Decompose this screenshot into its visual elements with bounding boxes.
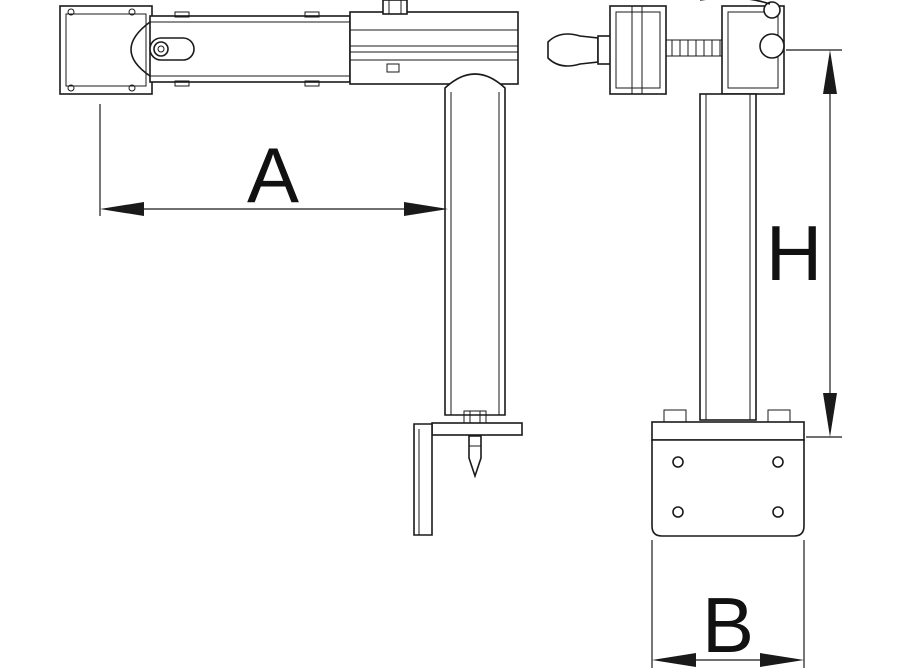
front-vertical-post [699,93,757,421]
dimension-a: A [99,104,448,219]
dimension-b-arrow-right [760,653,804,667]
side-lock-knob [149,37,195,61]
dimension-a-label: A [247,131,299,219]
side-base-bracket [413,410,523,536]
front-clamp-jaw [609,5,667,95]
front-handle [547,33,613,67]
side-clamp-plate [59,5,153,95]
dimension-h-arrow-bottom [823,393,837,437]
side-vertical-post [444,73,506,416]
dimension-a-arrow-left [100,202,144,216]
side-head-block [349,0,519,85]
front-view [547,0,805,537]
front-rear-block [700,0,785,95]
front-screw-spindle [665,39,727,57]
dimension-b-arrow-left [652,653,696,667]
dimension-h-label: H [766,209,822,297]
side-view [59,0,523,536]
dimension-b-label: B [702,581,754,669]
dimension-b: B [651,540,805,669]
dimension-h: H [766,49,842,438]
dimension-h-arrow-top [823,50,837,94]
front-base-plate [651,409,805,537]
dimension-a-arrow-right [404,202,448,216]
